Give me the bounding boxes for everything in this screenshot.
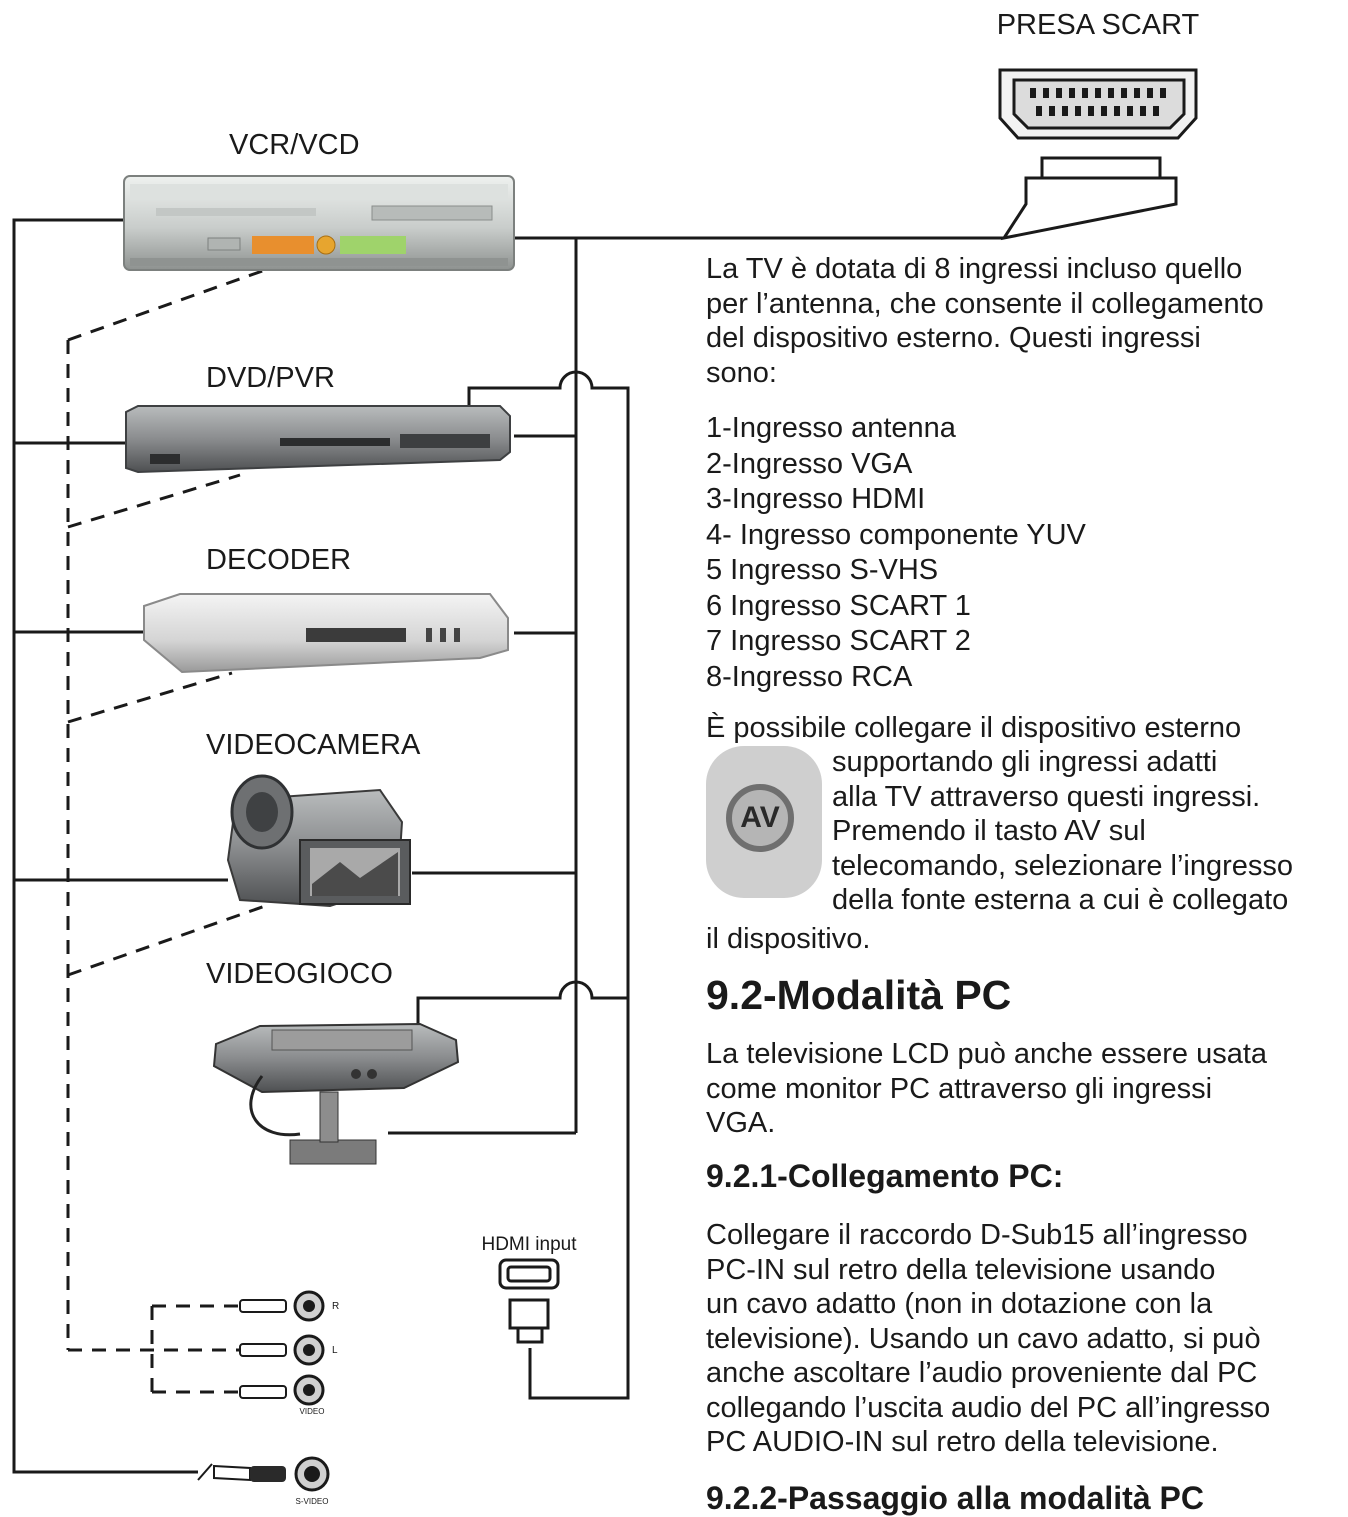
av-text-line: della fonte esterna a cui è collegato xyxy=(832,884,1289,916)
rca-jack-video-icon xyxy=(293,1374,325,1406)
solid-cables xyxy=(12,218,1004,1474)
conn-line: un cavo adatto (non in dotazione con la xyxy=(706,1288,1213,1320)
scart-socket-icon xyxy=(998,68,1198,140)
intro-paragraph: La TV è dotata di 8 ingressi incluso que… xyxy=(706,252,1264,390)
svideo-jack-icon xyxy=(294,1456,330,1492)
dvd-label: DVD/PVR xyxy=(206,362,335,394)
list-item: 2-Ingresso VGA xyxy=(706,447,913,480)
jack-l-label: L xyxy=(332,1345,338,1356)
av-text-last: il dispositivo. xyxy=(706,923,871,955)
list-item: 7 Ingresso SCART 2 xyxy=(706,625,971,657)
scart-plug-icon xyxy=(1000,156,1178,241)
rca-jack-r-icon xyxy=(293,1290,325,1322)
section-conn-paragraph: Collegare il raccordo D-Sub15 all’ingres… xyxy=(706,1218,1270,1460)
list-item: 6 Ingresso SCART 1 xyxy=(706,589,971,622)
intro-line: per l’antenna, che consente il collegame… xyxy=(706,287,1264,320)
vcr-label: VCR/VCD xyxy=(229,129,360,161)
av-button: AV xyxy=(726,784,794,852)
pc-line: come monitor PC attraverso gli ingressi xyxy=(706,1072,1213,1105)
conn-line: collegando l’uscita audio del PC all’ing… xyxy=(706,1391,1271,1424)
intro-line: del dispositivo esterno. Questi ingressi xyxy=(706,322,1201,354)
conn-line: televisione). Usando un cavo adatto, si … xyxy=(706,1322,1261,1355)
av-text-line: alla TV attraverso questi ingressi. xyxy=(832,780,1261,813)
conn-line: PC AUDIO-IN sul retro della televisione. xyxy=(706,1426,1219,1458)
videogioco-device-icon xyxy=(212,1022,460,1165)
videocamera-device-icon xyxy=(226,774,411,908)
jack-r-label: R xyxy=(332,1301,339,1312)
rca-plugs-icon xyxy=(239,1299,287,1399)
inputs-list: 1-Ingresso antenna 2-Ingresso VGA 3-Ingr… xyxy=(706,411,1086,695)
svideo-plug-icon xyxy=(197,1463,286,1482)
section-conn-title: 9.2.1-Collegamento PC: xyxy=(706,1158,1064,1194)
section-pc-paragraph: La televisione LCD può anche essere usat… xyxy=(706,1037,1267,1141)
jack-svideo-label: S-VIDEO xyxy=(296,1497,329,1506)
av-text-line: Premendo il tasto AV sul xyxy=(832,815,1146,847)
list-item: 4- Ingresso componente YUV xyxy=(706,518,1086,551)
av-text-line: supportando gli ingressi adatti xyxy=(832,746,1218,778)
vcr-device-icon xyxy=(123,175,515,271)
hdmi-plug-icon xyxy=(508,1298,550,1344)
list-item: 8-Ingresso RCA xyxy=(706,660,913,693)
conn-line: PC-IN sul retro della televisione usando xyxy=(706,1253,1216,1286)
list-item: 5 Ingresso S-VHS xyxy=(706,554,939,586)
conn-line: anche ascoltare l’audio proveniente dal … xyxy=(706,1357,1258,1389)
decoder-label: DECODER xyxy=(206,544,351,576)
section-pc-title: 9.2-Modalità PC xyxy=(706,972,1012,1018)
hdmi-port-icon xyxy=(498,1258,560,1290)
intro-line: sono: xyxy=(706,356,777,389)
videocamera-label: VIDEOCAMERA xyxy=(206,729,421,761)
list-item: 1-Ingresso antenna xyxy=(706,412,956,444)
av-text-first: È possibile collegare il dispositivo est… xyxy=(706,712,1242,744)
av-text-wrapped: supportando gli ingressi adatti alla TV … xyxy=(832,745,1293,918)
scart-label: PRESA SCART xyxy=(997,9,1200,41)
jack-video-label: VIDEO xyxy=(300,1407,325,1416)
dvd-device-icon xyxy=(125,405,511,474)
dashed-cables xyxy=(66,268,269,1394)
videogioco-label: VIDEOGIOCO xyxy=(206,958,393,990)
intro-line: La TV è dotata di 8 ingressi incluso que… xyxy=(706,253,1243,285)
rca-jack-l-icon xyxy=(293,1334,325,1366)
list-item: 3-Ingresso HDMI xyxy=(706,483,926,515)
decoder-device-icon xyxy=(143,593,509,674)
hdmi-label: HDMI input xyxy=(481,1234,577,1255)
pc-line: VGA. xyxy=(706,1107,776,1139)
section-switch-title: 9.2.2-Passaggio alla modalità PC xyxy=(706,1480,1204,1516)
conn-line: Collegare il raccordo D-Sub15 all’ingres… xyxy=(706,1219,1248,1251)
pc-line: La televisione LCD può anche essere usat… xyxy=(706,1038,1268,1070)
av-text-line: telecomando, selezionare l’ingresso xyxy=(832,849,1294,882)
